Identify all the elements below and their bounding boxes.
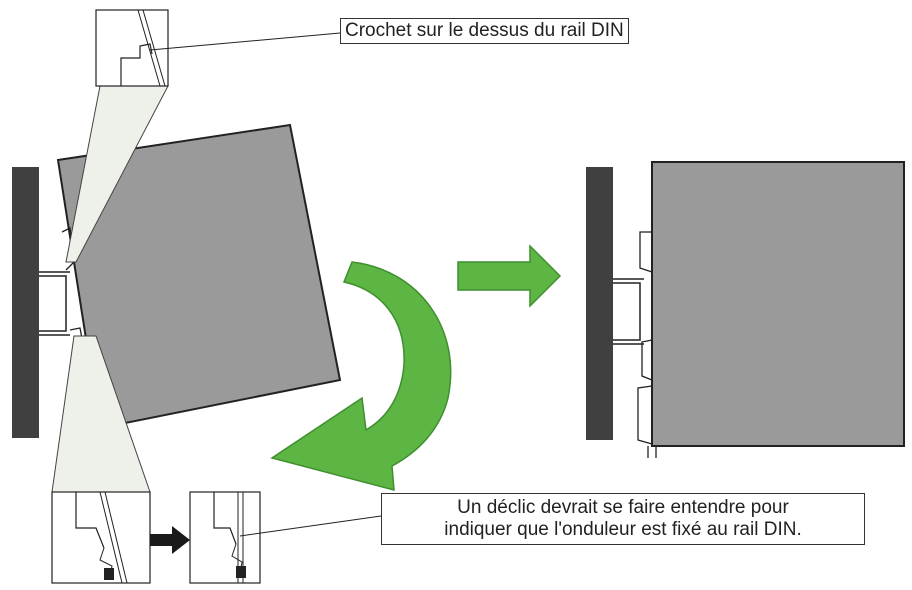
right-inverter-body bbox=[651, 161, 905, 447]
curved-arrow-clockwise-icon bbox=[270, 261, 452, 491]
left-wall bbox=[12, 167, 39, 438]
right-mount-bracket bbox=[637, 231, 900, 458]
click-callout-line1: Un déclic devrait se faire entendre pour bbox=[457, 497, 789, 518]
right-arrow-icon bbox=[457, 244, 562, 308]
left-assembly bbox=[12, 85, 342, 493]
left-din-rail bbox=[39, 271, 70, 336]
right-din-rail bbox=[613, 278, 644, 345]
hook-top-callout: Crochet sur le dessus du rail DIN bbox=[340, 18, 629, 44]
black-right-arrow-icon bbox=[150, 526, 190, 554]
bottom-left-detail-inset bbox=[51, 491, 151, 584]
click-callout: Un déclic devrait se faire entendre pour… bbox=[381, 493, 865, 545]
bottom-right-detail-inset bbox=[189, 491, 382, 584]
right-wall bbox=[586, 167, 613, 440]
right-assembly bbox=[586, 161, 905, 458]
click-callout-line2: indiquer que l'onduleur est fixé au rail… bbox=[444, 519, 802, 540]
top-detail-inset bbox=[95, 9, 341, 87]
